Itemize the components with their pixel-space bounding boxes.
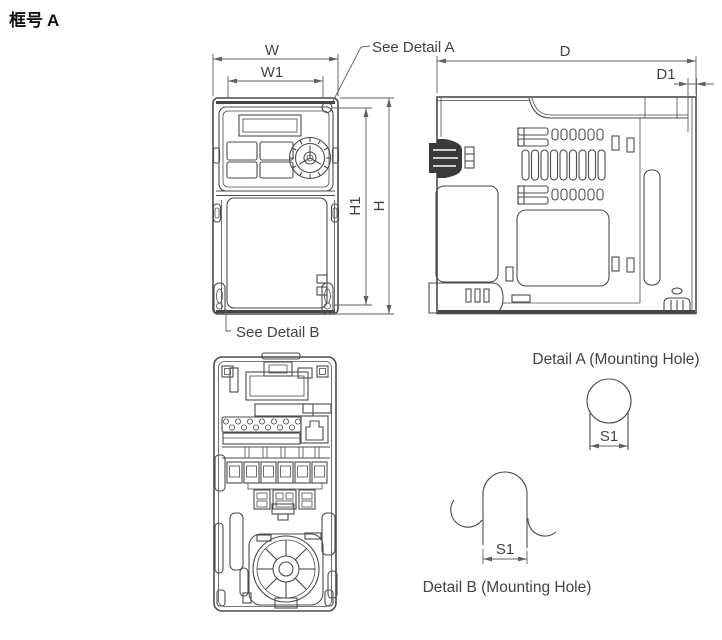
power-terminals [222, 446, 330, 521]
detail-a-leader-line [331, 45, 371, 104]
lcd-display [238, 114, 302, 137]
side-front-cover [435, 185, 499, 283]
front-body-outline [212, 97, 339, 315]
detail-b-caption: Detail B (Mounting Hole) [423, 579, 592, 596]
dim-h: H [371, 201, 388, 212]
detail-b-slot [482, 471, 528, 548]
cooling-fan [242, 532, 324, 609]
side-dial-protrusion [429, 139, 475, 178]
control-board [229, 367, 332, 417]
io-terminal-strip [221, 416, 302, 445]
side-foot [663, 287, 691, 313]
front-view [212, 97, 340, 315]
see-detail-a-label: See Detail A [372, 39, 455, 56]
dim-h1: H1 [347, 196, 364, 215]
detail-b-view: S1 Detail B (Mounting Hole) [423, 471, 592, 596]
dim-d: D [560, 43, 571, 60]
keypad-buttons [226, 141, 294, 179]
vent-slots [517, 127, 635, 205]
dim-w: W [265, 42, 280, 59]
detail-b-s1-label: S1 [496, 541, 514, 558]
frame-title-letter: A [47, 11, 60, 30]
bottom-body-outline [213, 356, 337, 612]
side-clips [212, 147, 340, 223]
detail-a-caption: Detail A (Mounting Hole) [532, 351, 699, 368]
frame-title-cjk: 框号 [9, 11, 43, 30]
detail-a-s1-label: S1 [600, 428, 618, 445]
detail-a-view: S1 Detail A (Mounting Hole) [532, 351, 700, 450]
dimension-annotations: W W1 H H1 [212, 39, 714, 341]
detail-a-hole [586, 378, 632, 424]
dim-d1: D1 [656, 66, 675, 83]
side-terminal-bump [428, 282, 504, 314]
side-center-panel [516, 209, 610, 287]
see-detail-b-label: See Detail B [236, 324, 319, 341]
bottom-open-view [213, 352, 338, 612]
rj45-port [300, 415, 329, 444]
side-body-outline [436, 96, 697, 315]
rotary-dial [288, 136, 332, 180]
bottom-mounting-slots [213, 282, 334, 315]
dim-w1: W1 [261, 64, 284, 81]
detail-b-leader-line [225, 309, 231, 332]
lower-cover [226, 197, 328, 309]
bottom-side-rails [214, 454, 338, 607]
side-back-channel [643, 169, 661, 286]
side-view [428, 96, 697, 315]
top-mounting-hole [321, 101, 333, 114]
